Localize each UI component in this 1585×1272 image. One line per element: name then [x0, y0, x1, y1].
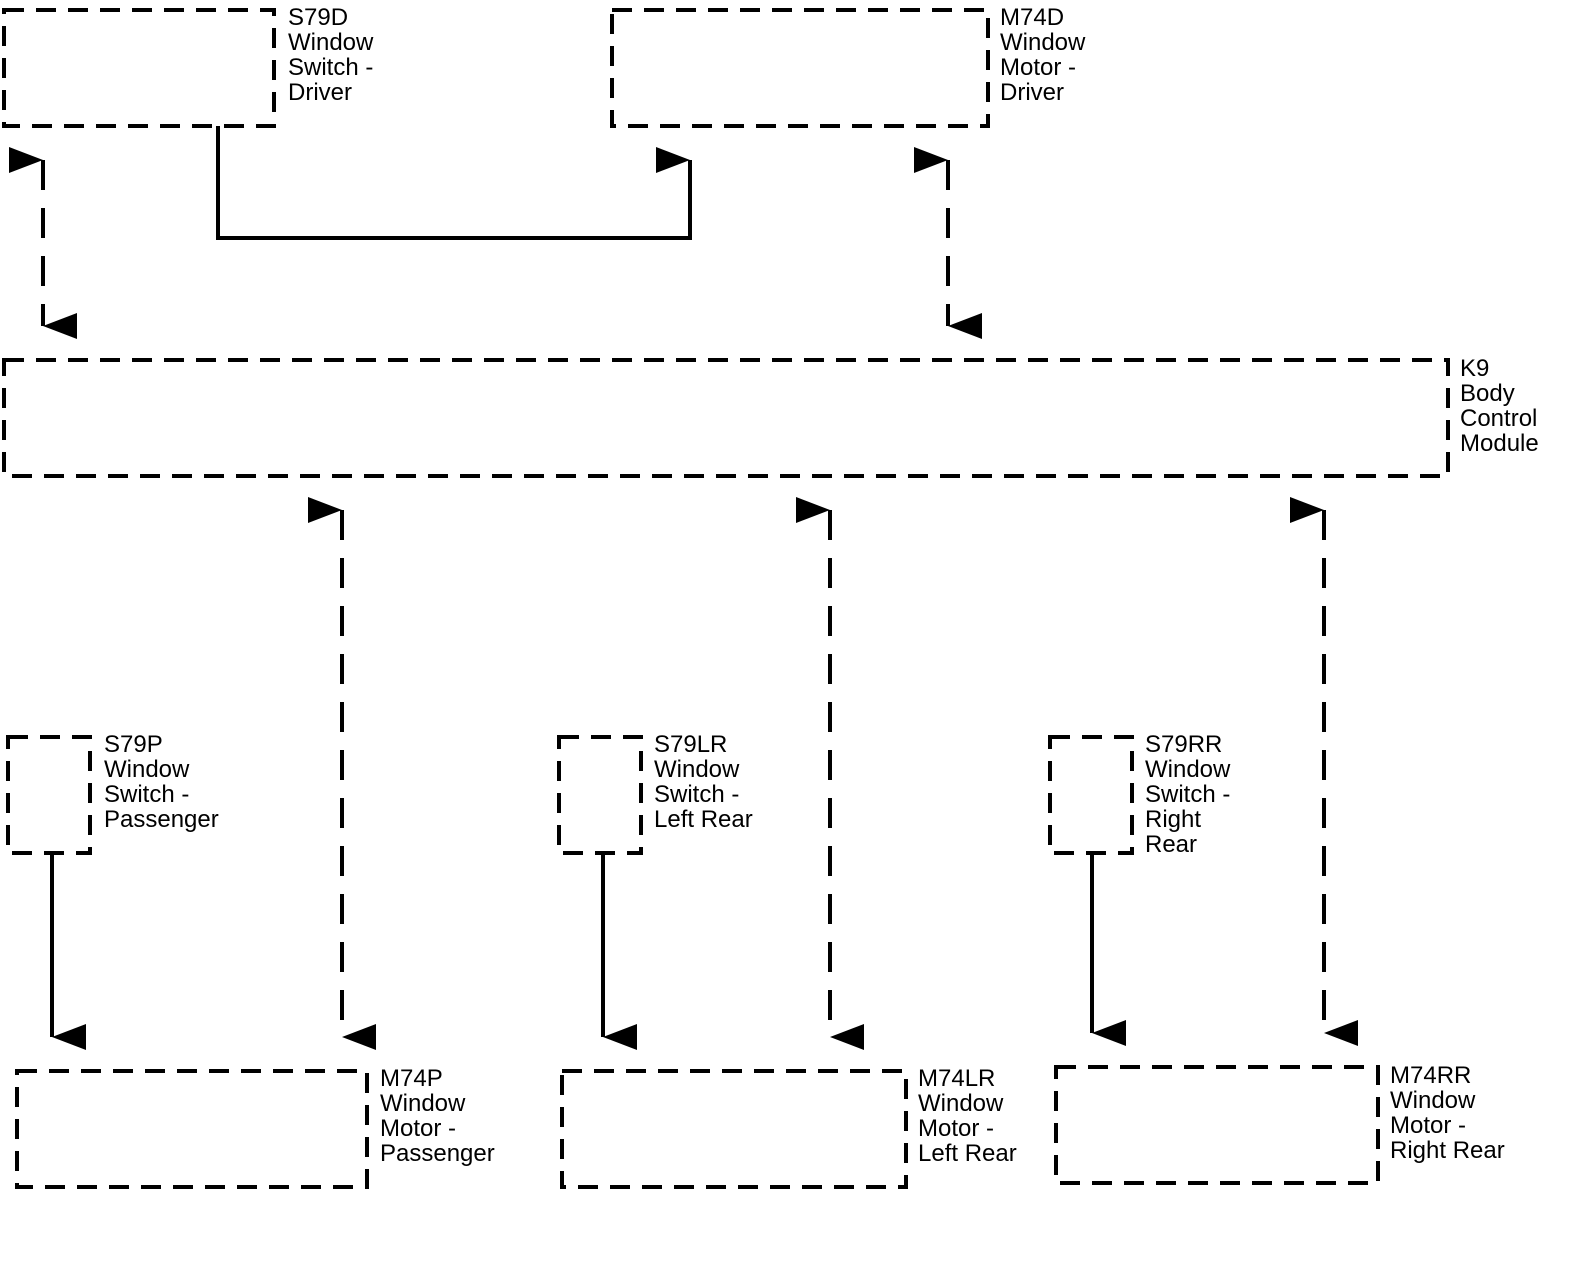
m74rr-box	[1054, 1065, 1380, 1185]
s79p-label: S79P Window Switch - Passenger	[104, 731, 219, 833]
m74p-box	[15, 1069, 369, 1189]
component-m74d: M74D Window Motor - Driver	[610, 4, 1092, 128]
m74p-label: M74P Window Motor - Passenger	[380, 1065, 495, 1167]
k9-label: K9 Body Control Module	[1460, 355, 1544, 457]
m74d-box	[610, 8, 990, 128]
component-m74lr: M74LR Window Motor - Left Rear	[560, 1065, 1017, 1189]
s79rr-box	[1048, 735, 1134, 855]
component-s79lr: S79LR Window Switch - Left Rear	[557, 731, 753, 855]
k9-box	[2, 358, 1450, 478]
m74lr-box	[560, 1069, 908, 1189]
component-m74p: M74P Window Motor - Passenger	[15, 1065, 495, 1189]
s79p-box	[6, 735, 92, 855]
component-s79d: S79D Window Switch - Driver	[2, 4, 380, 128]
m74lr-label: M74LR Window Motor - Left Rear	[918, 1065, 1017, 1167]
s79lr-box	[557, 735, 643, 855]
m74d-label: M74D Window Motor - Driver	[1000, 4, 1092, 106]
s79d-label: S79D Window Switch - Driver	[288, 4, 380, 106]
component-k9: K9 Body Control Module	[2, 355, 1544, 478]
m74rr-label: M74RR Window Motor - Right Rear	[1390, 1062, 1505, 1164]
s79d-box	[2, 8, 276, 128]
connector-s79d-m74d	[216, 126, 692, 240]
s79rr-label: S79RR Window Switch - Right Rear	[1145, 731, 1237, 858]
component-s79p: S79P Window Switch - Passenger	[6, 731, 219, 855]
s79lr-label: S79LR Window Switch - Left Rear	[654, 731, 753, 833]
component-s79rr: S79RR Window Switch - Right Rear	[1048, 731, 1237, 858]
component-m74rr: M74RR Window Motor - Right Rear	[1054, 1062, 1505, 1185]
